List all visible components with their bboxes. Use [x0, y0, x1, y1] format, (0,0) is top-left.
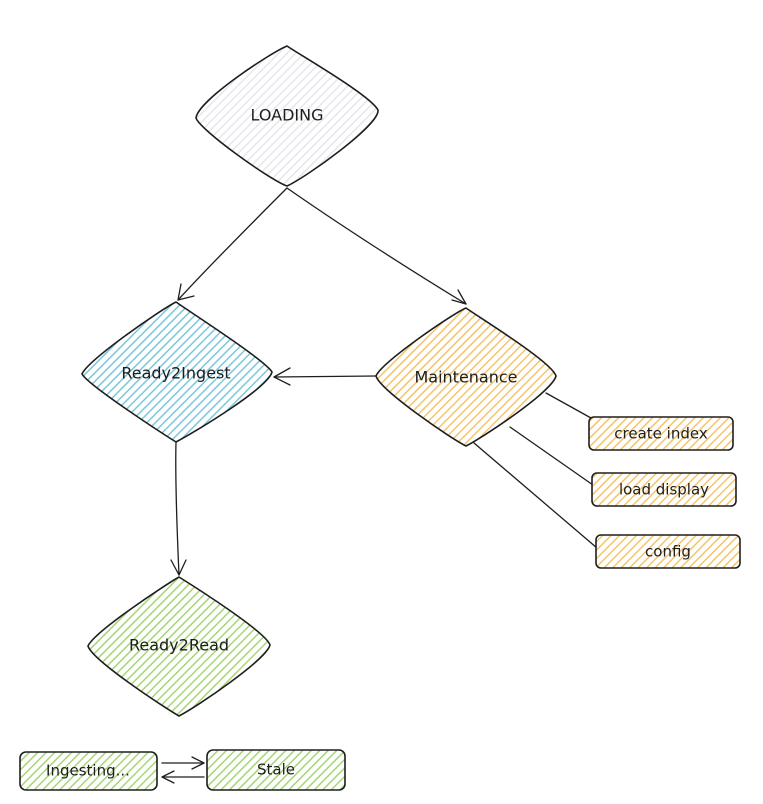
node-loading[interactable]: LOADING [195, 45, 379, 187]
node-ready2ingest-label: Ready2Ingest [121, 364, 230, 383]
task-load-display[interactable]: load display [591, 472, 737, 507]
state-ingesting-box [19, 751, 158, 791]
arrow-loading-to-maintenance [286, 187, 467, 305]
arrow-ready2ingest-to-ready2read [170, 441, 187, 576]
connector-create-index [545, 392, 592, 419]
node-maintenance[interactable]: Maintenance [375, 307, 557, 447]
task-load-display-label: load display [619, 481, 709, 499]
arrow-loading-to-ready2ingest [177, 187, 288, 301]
node-loading-label: LOADING [250, 106, 323, 125]
task-config-label: config [645, 543, 691, 561]
state-stale-box [206, 749, 346, 791]
node-ready2read-shape [87, 576, 271, 717]
edges [161, 187, 598, 784]
arrow-stale-to-ingesting [161, 770, 205, 784]
task-config-box [595, 534, 741, 569]
state-stale[interactable]: Stale [206, 749, 346, 791]
node-ready2ingest-shape [81, 301, 273, 443]
node-ready2ingest[interactable]: Ready2Ingest [81, 301, 273, 443]
node-ready2read[interactable]: Ready2Read [87, 576, 271, 717]
state-ingesting[interactable]: Ingesting... [19, 751, 158, 791]
connector-load-display [509, 426, 594, 486]
node-loading-shape [195, 45, 379, 187]
node-maintenance-shape [375, 307, 557, 447]
task-create-index-label: create index [614, 425, 708, 443]
arrow-maintenance-to-ready2ingest [273, 367, 377, 386]
state-stale-label: Stale [257, 761, 295, 779]
node-ready2read-label: Ready2Read [129, 636, 229, 655]
task-load-display-box [591, 472, 737, 507]
node-maintenance-label: Maintenance [414, 368, 517, 387]
task-config[interactable]: config [595, 534, 741, 569]
state-ingesting-label: Ingesting... [46, 762, 130, 780]
task-create-index-box [588, 416, 734, 451]
arrow-ingesting-to-stale [161, 756, 205, 770]
connector-config [473, 442, 598, 549]
task-create-index[interactable]: create index [588, 416, 734, 451]
